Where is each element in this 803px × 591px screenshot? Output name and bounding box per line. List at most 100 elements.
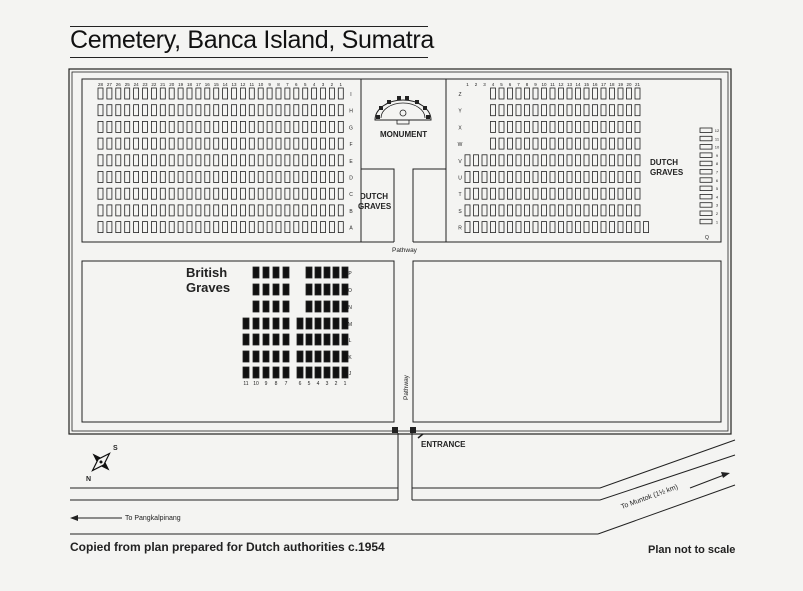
dutch-grave <box>293 154 300 167</box>
column-number: 1 <box>466 82 469 87</box>
british-grave <box>296 350 304 363</box>
outer-wall <box>68 68 732 435</box>
row-letter: A <box>349 226 353 232</box>
dutch-grave <box>97 221 104 234</box>
dutch-grave <box>490 154 496 167</box>
dutch-grave <box>284 171 291 183</box>
british-grave <box>252 266 260 279</box>
dutch-grave <box>195 121 202 133</box>
row-letter: U <box>458 176 462 182</box>
dutch-grave <box>328 137 335 150</box>
dutch-grave <box>204 137 211 150</box>
row-letter: N <box>348 305 352 311</box>
dutch-grave <box>549 87 556 100</box>
dutch-grave <box>507 87 513 100</box>
dutch-grave <box>213 221 220 234</box>
dutch-grave <box>481 154 488 167</box>
dutch-grave <box>541 171 547 183</box>
dutch-grave <box>541 204 547 217</box>
dutch-grave <box>186 221 193 234</box>
column-number: 6 <box>299 381 302 387</box>
british-grave <box>252 317 260 330</box>
dutch-grave <box>634 154 641 167</box>
dutch-grave <box>239 154 246 167</box>
column-number: 17 <box>196 82 202 87</box>
british-grave <box>272 317 280 330</box>
dutch-grave <box>524 87 530 100</box>
dutch-grave <box>150 104 157 117</box>
dutch-grave <box>490 204 496 217</box>
dutch-grave <box>231 104 237 117</box>
british-grave <box>272 266 280 279</box>
dutch-grave <box>583 187 590 200</box>
column-number: 5 <box>500 82 503 87</box>
column-number: 19 <box>618 82 624 87</box>
dutch-grave <box>168 171 175 183</box>
dutch-grave <box>532 121 539 133</box>
scale-note: Plan not to scale <box>648 544 736 556</box>
dutch-grave <box>515 121 522 133</box>
dutch-grave <box>302 187 309 200</box>
dutch-grave <box>186 187 193 200</box>
dutch-grave <box>142 137 148 150</box>
british-grave <box>272 333 280 346</box>
dutch-grave <box>115 87 122 100</box>
dutch-grave <box>177 154 184 167</box>
dutch-grave <box>275 87 282 100</box>
dutch-grave <box>168 137 175 150</box>
column-number: 27 <box>107 82 113 87</box>
dutch-grave <box>699 193 713 200</box>
column-number: 1 <box>340 82 343 87</box>
dutch-grave <box>186 154 193 167</box>
dutch-grave <box>337 87 344 100</box>
dutch-grave <box>124 137 131 150</box>
dutch-grave <box>311 187 318 200</box>
dutch-grave <box>231 187 237 200</box>
side-column-number: 3 <box>716 203 719 208</box>
dutch-grave <box>213 137 220 150</box>
dutch-grave <box>222 121 229 133</box>
plot-bottom-right <box>412 260 722 423</box>
side-column-number: 8 <box>716 161 719 166</box>
dutch-grave <box>524 104 530 117</box>
column-number: 23 <box>142 82 148 87</box>
british-grave <box>341 300 349 313</box>
dutch-grave <box>532 104 539 117</box>
dutch-grave <box>231 221 237 234</box>
dutch-grave <box>106 187 113 200</box>
dutch-grave <box>239 104 246 117</box>
dutch-grave <box>195 204 202 217</box>
dutch-grave <box>532 171 539 183</box>
dutch-grave <box>490 87 496 100</box>
column-number: 28 <box>98 82 104 87</box>
dutch-grave <box>549 187 556 200</box>
column-number: 15 <box>584 82 590 87</box>
dutch-grave <box>575 171 581 183</box>
dutch-grave <box>558 221 564 234</box>
dutch-grave <box>532 87 539 100</box>
column-number: 7 <box>285 381 288 387</box>
dutch-grave <box>600 154 607 167</box>
dutch-grave <box>532 204 539 217</box>
dutch-grave <box>150 121 157 133</box>
dutch-grave <box>337 221 344 234</box>
british-grave <box>305 366 313 379</box>
british-grave <box>323 366 331 379</box>
dutch-grave <box>699 202 713 208</box>
column-number: 19 <box>178 82 184 87</box>
dutch-grave <box>275 171 282 183</box>
dutch-grave <box>600 121 607 133</box>
dutch-grave <box>222 221 229 234</box>
side-column-number: 1 <box>716 219 719 224</box>
dutch-grave <box>566 187 573 200</box>
british-grave <box>323 300 331 313</box>
dutch-grave <box>575 187 581 200</box>
dutch-grave <box>311 221 318 234</box>
dutch-grave <box>186 87 193 100</box>
dutch-grave <box>558 204 564 217</box>
dutch-grave <box>284 137 291 150</box>
dutch-grave <box>634 121 641 133</box>
dutch-grave <box>507 154 513 167</box>
dutch-grave <box>266 104 273 117</box>
